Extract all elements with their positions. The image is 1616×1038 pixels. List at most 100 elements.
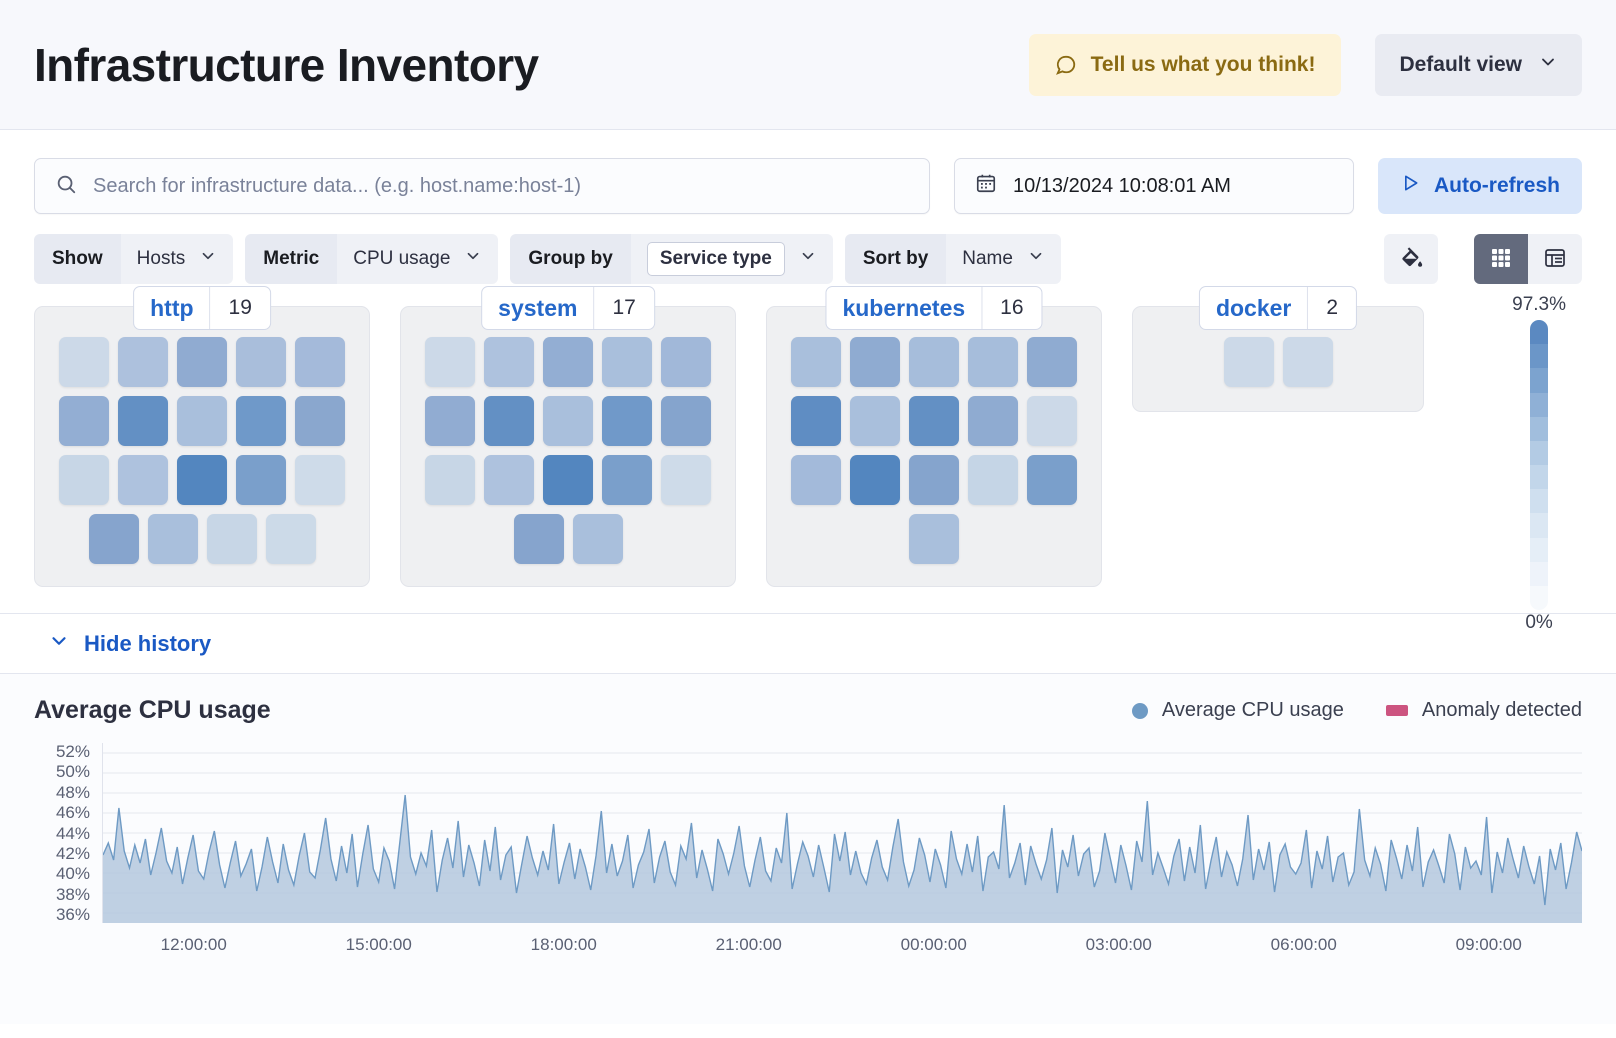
waffle-cell[interactable]	[543, 455, 593, 505]
filter-sort-by-label: Sort by	[844, 234, 947, 284]
waffle-cell[interactable]	[543, 337, 593, 387]
waffle-cell[interactable]	[59, 396, 109, 446]
color-scale-step	[1530, 416, 1549, 441]
waffle-cell[interactable]	[791, 455, 841, 505]
waffle-cell[interactable]	[850, 396, 900, 446]
x-tick-label: 21:00:00	[715, 935, 782, 954]
waffle-cell[interactable]	[1223, 337, 1274, 387]
hide-history-toggle[interactable]: Hide history	[0, 614, 1616, 674]
filter-group-by-value-text: Service type	[646, 242, 785, 276]
waffle-cell[interactable]	[513, 514, 564, 564]
waffle-cell[interactable]	[1027, 455, 1077, 505]
waffle-cell[interactable]	[661, 337, 711, 387]
filter-metric-value[interactable]: CPU usage	[337, 234, 499, 284]
waffle-cell[interactable]	[177, 337, 227, 387]
waffle-cell[interactable]	[791, 396, 841, 446]
waffle-cell[interactable]	[425, 337, 475, 387]
legend-label-anomaly-detected: Anomaly detected	[1421, 699, 1582, 721]
chart-plot-area[interactable]	[102, 743, 1582, 923]
waffle-cell[interactable]	[118, 396, 168, 446]
waffle-cell[interactable]	[661, 396, 711, 446]
waffle-cell[interactable]	[425, 396, 475, 446]
waffle-cell[interactable]	[909, 455, 959, 505]
calendar-icon	[975, 172, 997, 200]
color-scale-legend: 97.3% 0%	[1512, 294, 1566, 634]
waffle-cell[interactable]	[118, 337, 168, 387]
y-tick-label: 50%	[55, 762, 90, 782]
filter-sort-by-value[interactable]: Name	[946, 234, 1061, 284]
waffle-row	[59, 337, 345, 387]
search-box[interactable]	[34, 158, 930, 214]
waffle-cell[interactable]	[602, 337, 652, 387]
view-selector-button[interactable]: Default view	[1375, 33, 1582, 96]
waffle-cell[interactable]	[602, 396, 652, 446]
feedback-button[interactable]: Tell us what you think!	[1028, 33, 1342, 96]
color-scale-step	[1530, 344, 1549, 369]
view-selector-label: Default view	[1399, 52, 1522, 76]
waffle-cell[interactable]	[177, 396, 227, 446]
waffle-cell[interactable]	[206, 514, 257, 564]
waffle-cell[interactable]	[147, 514, 198, 564]
legend-item-average-cpu-usage[interactable]: Average CPU usage	[1131, 699, 1344, 722]
waffle-cell[interactable]	[484, 396, 534, 446]
waffle-cell[interactable]	[1282, 337, 1333, 387]
waffle-cell[interactable]	[602, 455, 652, 505]
waffle-cell[interactable]	[850, 337, 900, 387]
waffle-cell[interactable]	[118, 455, 168, 505]
waffle-cell[interactable]	[850, 455, 900, 505]
waffle-group-body	[400, 306, 736, 587]
waffle-cell[interactable]	[236, 455, 286, 505]
filter-show-value[interactable]: Hosts	[120, 234, 234, 284]
waffle-cell[interactable]	[968, 337, 1018, 387]
waffle-cell[interactable]	[295, 455, 345, 505]
grid-view-toggle[interactable]	[1474, 234, 1528, 284]
waffle-cell[interactable]	[295, 337, 345, 387]
waffle-cell[interactable]	[1027, 396, 1077, 446]
waffle-cell[interactable]	[59, 337, 109, 387]
waffle-group-name: http	[134, 287, 211, 329]
x-tick-label: 18:00:00	[530, 935, 597, 954]
waffle-cell[interactable]	[484, 455, 534, 505]
auto-refresh-button[interactable]: Auto-refresh	[1377, 158, 1582, 214]
waffle-cell[interactable]	[791, 337, 841, 387]
legend-item-anomaly-detected[interactable]: Anomaly detected	[1385, 699, 1582, 722]
waffle-cell[interactable]	[543, 396, 593, 446]
waffle-cell[interactable]	[909, 337, 959, 387]
waffle-group-body	[766, 306, 1102, 587]
waffle-cell[interactable]	[661, 455, 711, 505]
waffle-cell[interactable]	[572, 514, 623, 564]
waffle-row	[59, 455, 345, 505]
waffle-cell[interactable]	[177, 455, 227, 505]
chevron-down-icon	[799, 247, 817, 271]
search-input[interactable]	[93, 174, 909, 198]
waffle-cell[interactable]	[265, 514, 316, 564]
waffle-cell[interactable]	[88, 514, 139, 564]
chart-area-fill	[103, 795, 1582, 923]
chevron-down-icon	[48, 630, 70, 658]
waffle-cell[interactable]	[236, 396, 286, 446]
waffle-cell[interactable]	[295, 396, 345, 446]
waffle-cell[interactable]	[968, 455, 1018, 505]
waffle-cell[interactable]	[59, 455, 109, 505]
waffle-cell[interactable]	[484, 337, 534, 387]
color-scale-max-label: 97.3%	[1512, 294, 1566, 315]
waffle-cell[interactable]	[909, 514, 959, 564]
legend-palette-button[interactable]	[1384, 234, 1438, 284]
filter-metric: Metric CPU usage	[245, 234, 499, 284]
waffle-cell[interactable]	[909, 396, 959, 446]
waffle-cell[interactable]	[425, 455, 475, 505]
legend-dot-icon	[1131, 702, 1148, 719]
waffle-cell[interactable]	[236, 337, 286, 387]
waffle-cell[interactable]	[1027, 337, 1077, 387]
table-view-toggle[interactable]	[1528, 234, 1582, 284]
filter-group-by-value[interactable]: Service type	[630, 234, 833, 284]
color-scale-step	[1530, 561, 1549, 586]
date-picker[interactable]: 10/13/2024 10:08:01 AM	[953, 158, 1354, 214]
waffle-cell[interactable]	[968, 396, 1018, 446]
